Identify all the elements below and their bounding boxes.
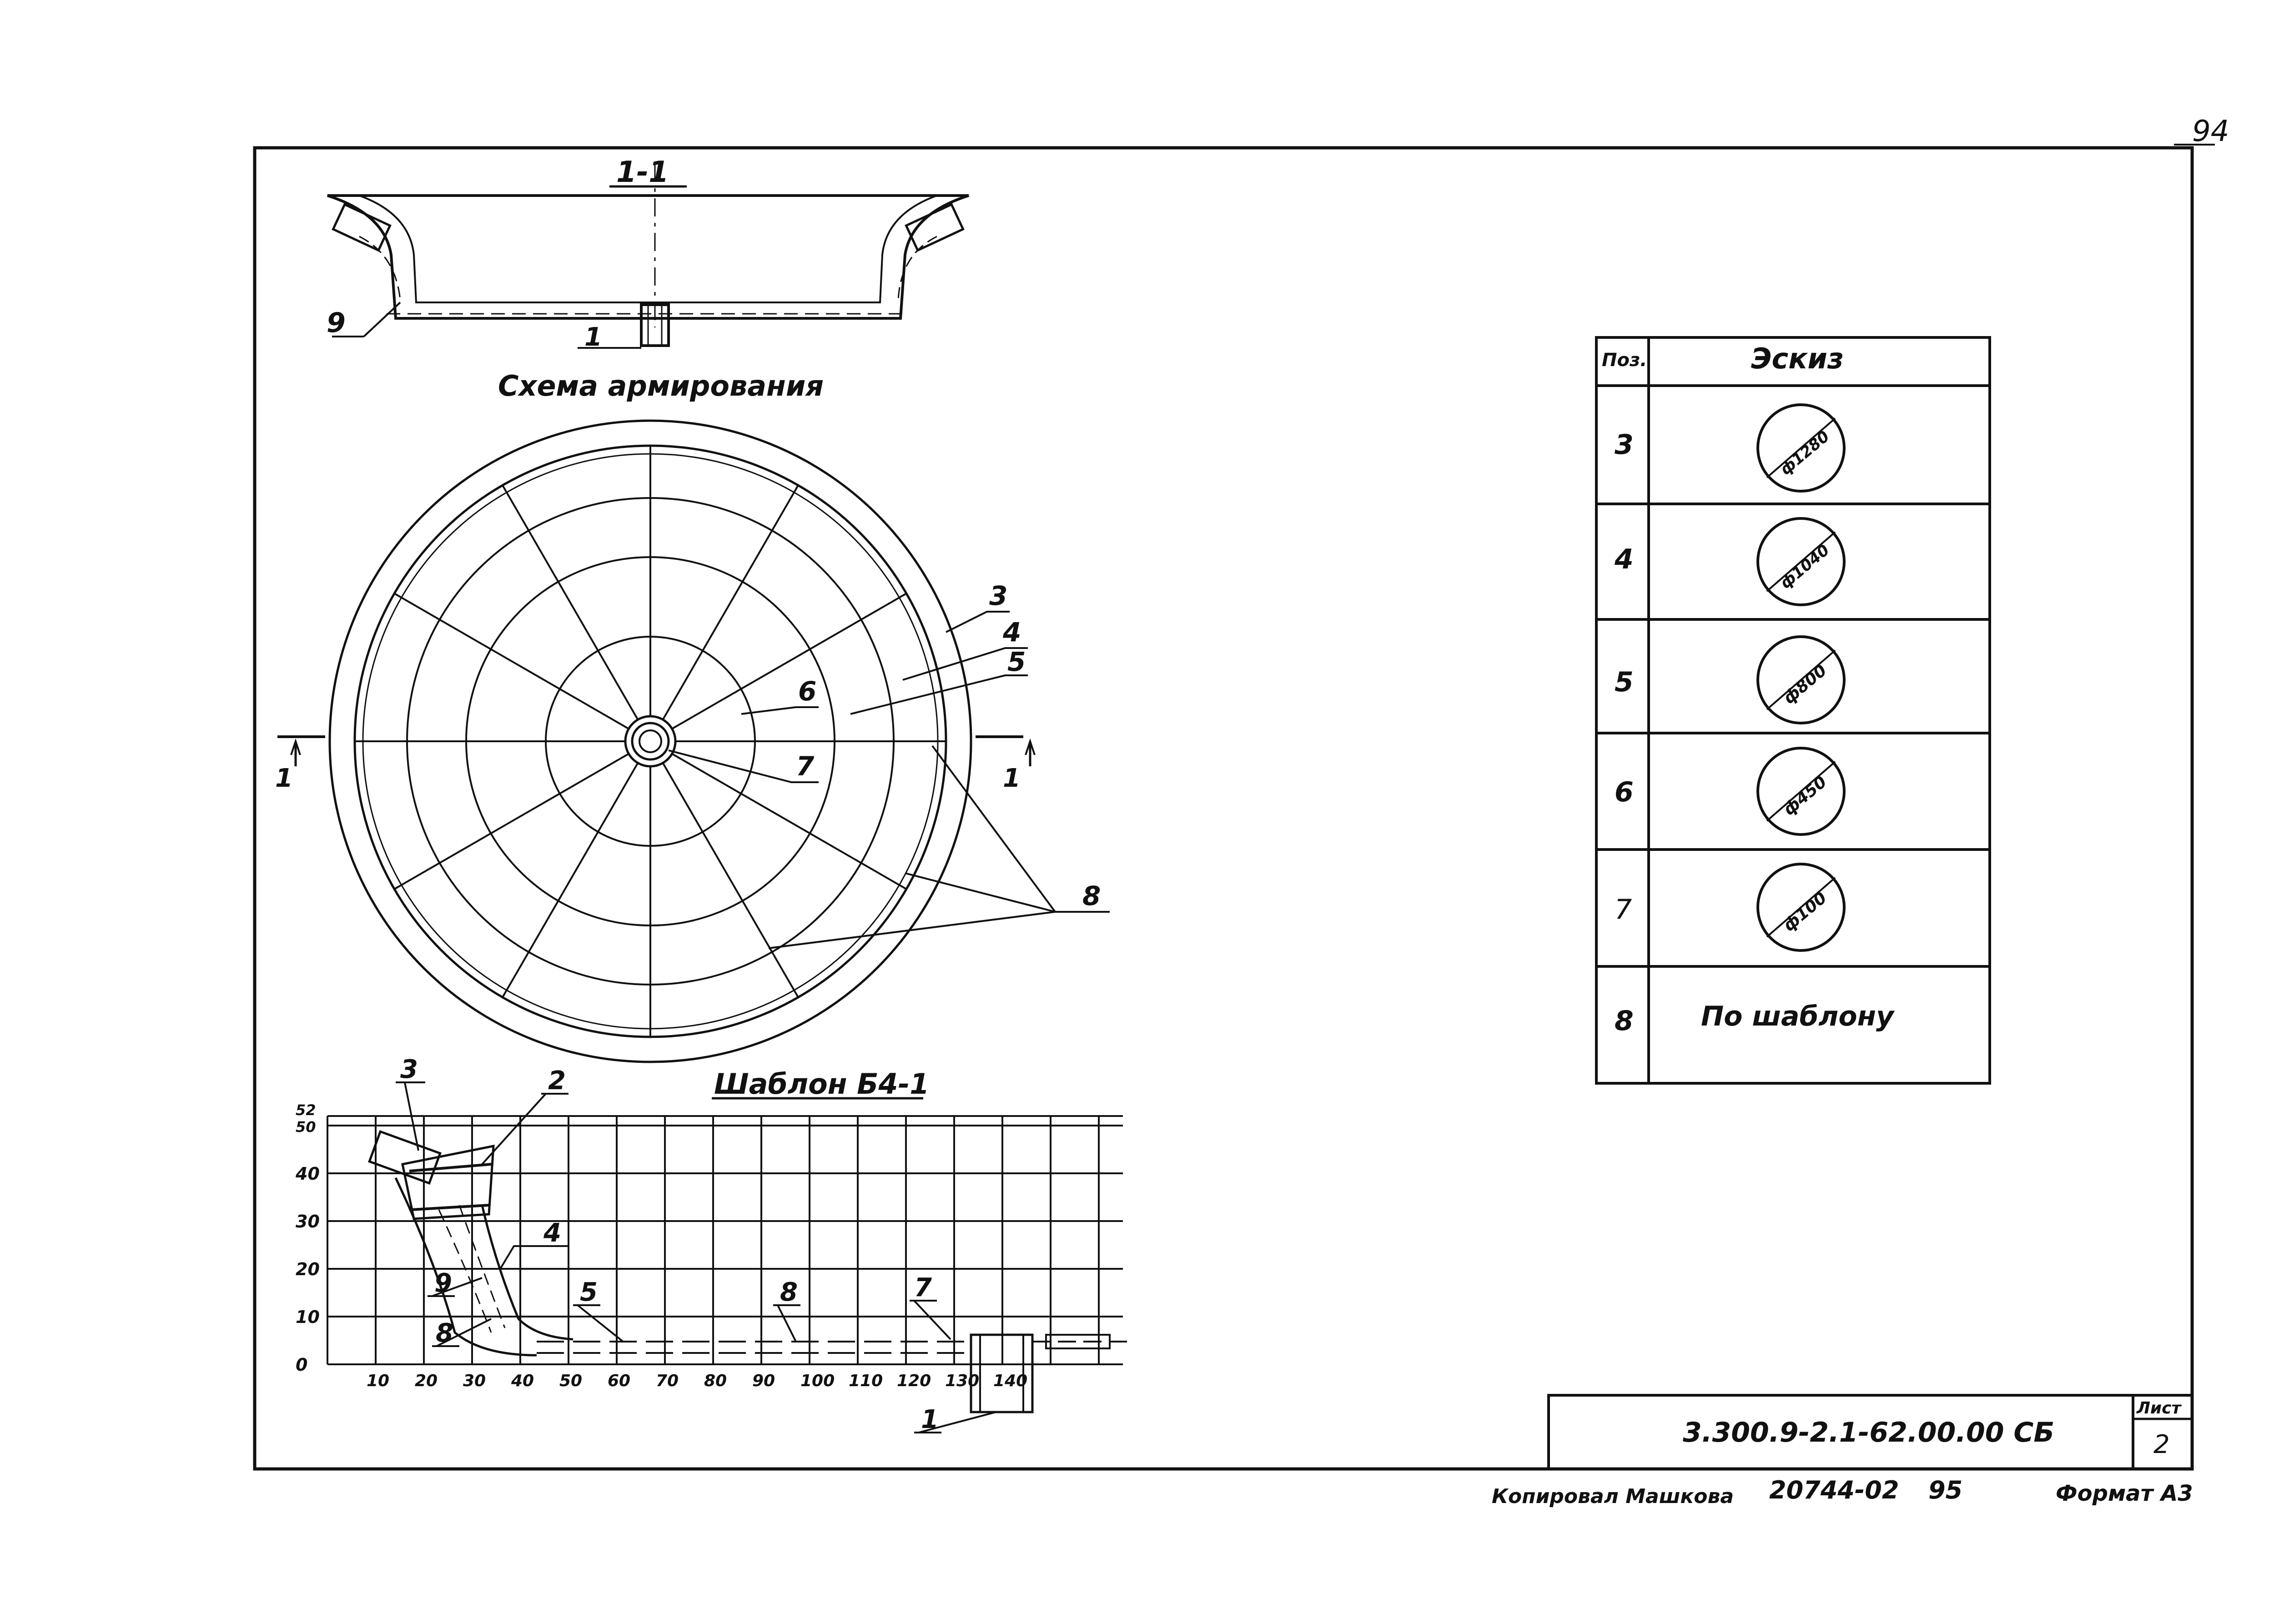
x-tick-label: 130 — [945, 1372, 979, 1390]
spoke-rebar — [671, 593, 907, 730]
x-tick-label: 110 — [849, 1372, 883, 1390]
template-callout-4: 4 — [543, 1218, 561, 1248]
template-title: Шаблон Б4-1 — [714, 1067, 929, 1101]
x-tick-label: 100 — [800, 1372, 835, 1390]
spoke-rebar — [502, 762, 639, 998]
ring-sketch-5 — [1756, 635, 1846, 724]
section-cut-left-label: 1 — [275, 764, 293, 793]
x-tick-label: 60 — [608, 1372, 630, 1390]
x-tick-label: 20 — [415, 1372, 438, 1390]
sheet-frame — [253, 144, 2215, 1471]
x-tick-label: 80 — [704, 1372, 727, 1390]
x-tick-label: 90 — [752, 1372, 775, 1390]
callout-3-plan: 3 — [989, 580, 1007, 611]
row-pos-8: 8 — [1615, 1005, 1634, 1037]
spoke-rebar — [662, 762, 799, 998]
template-callout-8a: 8 — [436, 1318, 453, 1348]
y-tick-label: 0 — [296, 1355, 307, 1375]
x-tick-label: 120 — [897, 1372, 931, 1390]
ring-sketch-7 — [1756, 863, 1846, 952]
ring-sketch-3 — [1756, 403, 1846, 493]
section-cut-right-label: 1 — [1003, 764, 1021, 793]
archive-number: 20744-02 — [1769, 1476, 1899, 1504]
ring-diameter-6: ф450 — [1780, 773, 1830, 820]
template-callout-2: 2 — [548, 1066, 566, 1096]
table-header-sketch: Эскиз — [1751, 342, 1844, 375]
callout-9-section: 9 — [327, 307, 346, 339]
template-callout-5: 5 — [580, 1277, 598, 1307]
reinforcement-plan — [277, 419, 1110, 1063]
callout-1-section: 1 — [584, 322, 602, 352]
sheet-number: 2 — [2153, 1430, 2170, 1459]
row-pos-4: 4 — [1614, 543, 1634, 575]
ring-diameter-4: ф1040 — [1776, 541, 1833, 593]
template-callout-7: 7 — [914, 1273, 932, 1302]
template-callout-3: 3 — [400, 1055, 418, 1084]
x-tick-label: 10 — [367, 1372, 389, 1390]
y-tick-label: 52 — [296, 1101, 316, 1119]
y-tick-label: 50 — [296, 1118, 316, 1136]
x-tick-label: 140 — [993, 1372, 1027, 1390]
template-callout-8b: 8 — [780, 1277, 798, 1307]
x-tick-label: 40 — [511, 1372, 534, 1390]
spoke-rebar — [394, 593, 629, 730]
scheme-title: Схема армирования — [498, 369, 824, 402]
template-profile — [368, 1081, 1128, 1433]
section-mark: 1-1 — [616, 156, 669, 189]
spoke-rebar — [671, 753, 907, 890]
x-tick-label: 30 — [463, 1372, 486, 1390]
drawing-designation: 3.300.9-2.1-62.00.00 СБ — [1683, 1417, 2054, 1448]
table-header-pos: Поз. — [1602, 350, 1647, 371]
callout-8-plan: 8 — [1082, 880, 1101, 911]
callout-7-plan: 7 — [796, 751, 815, 782]
x-tick-label: 50 — [559, 1372, 582, 1390]
ring-diameter-7: ф100 — [1780, 889, 1830, 935]
y-tick-label: 20 — [296, 1259, 320, 1279]
callout-6-plan: 6 — [798, 676, 816, 707]
section-view: 1-1 9 1 — [327, 156, 969, 352]
callout-4-plan: 4 — [1002, 617, 1021, 648]
row-pos-6: 6 — [1615, 776, 1634, 808]
ring-sketch-6 — [1756, 747, 1846, 836]
spoke-rebar — [662, 485, 799, 720]
spoke-rebar — [502, 485, 639, 720]
y-tick-label: 30 — [296, 1212, 320, 1232]
corner-page-number: 94 — [2192, 115, 2229, 148]
table-row-8: 8 По шаблону — [1615, 1001, 1895, 1037]
row-template-note: По шаблону — [1701, 1001, 1895, 1032]
template-callout-9: 9 — [434, 1268, 452, 1298]
ring-diameter-5: ф800 — [1780, 661, 1830, 708]
x-tick-label: 70 — [656, 1372, 679, 1390]
template-callout-1: 1 — [921, 1405, 939, 1434]
spoke-rebar — [394, 753, 629, 890]
copied-by: Копировал Машкова — [1492, 1485, 1734, 1508]
row-pos-5: 5 — [1615, 666, 1634, 698]
row-pos-3: 3 — [1615, 429, 1634, 461]
sketch-table — [1595, 336, 1991, 1085]
title-block — [1547, 1394, 2194, 1470]
archive-suffix: 95 — [1928, 1476, 1962, 1504]
sheet-label: Лист — [2136, 1399, 2182, 1418]
format-label: Формат А3 — [2056, 1481, 2193, 1506]
y-tick-label: 10 — [296, 1307, 320, 1327]
ring-diameter-3: ф1280 — [1776, 427, 1833, 479]
ring-sketch-4 — [1756, 517, 1846, 606]
y-tick-label: 40 — [295, 1164, 320, 1184]
callout-5-plan: 5 — [1007, 646, 1026, 677]
row-pos-7: 7 — [1615, 894, 1632, 925]
